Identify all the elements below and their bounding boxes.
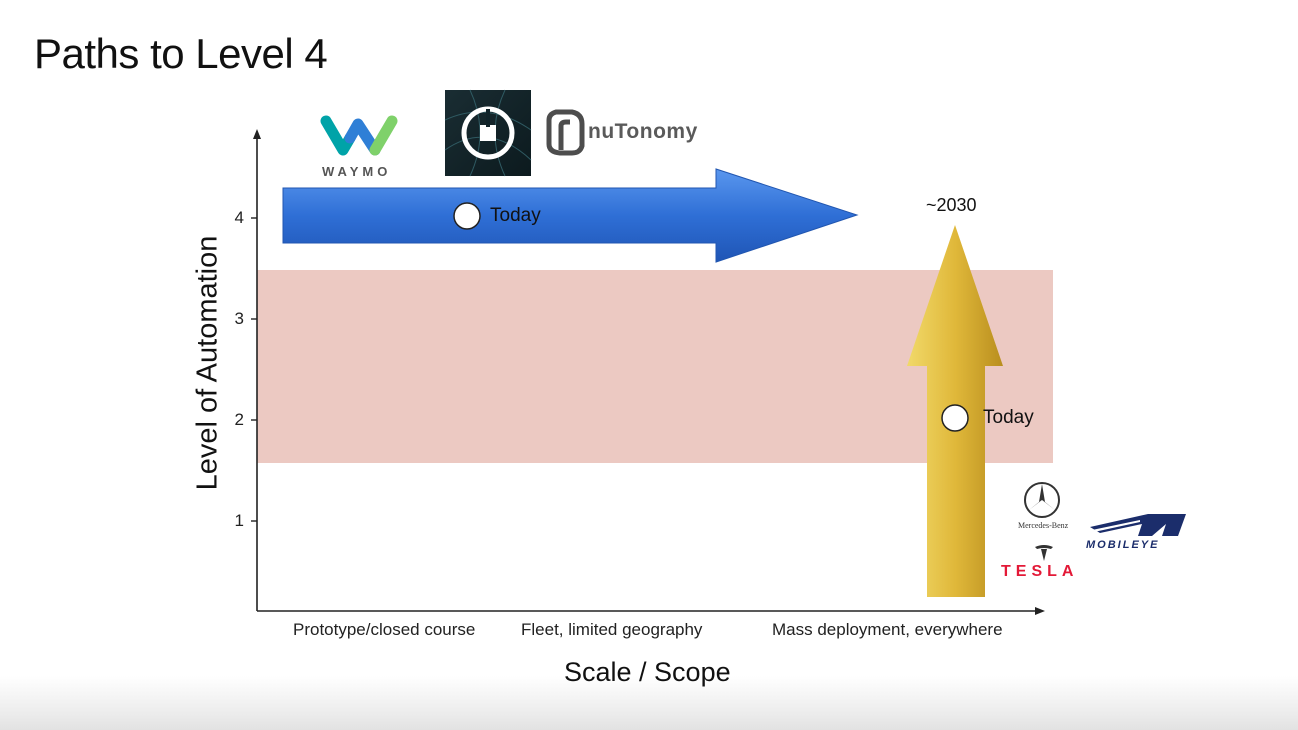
x-category-prototype: Prototype/closed course — [293, 620, 476, 639]
target-year-label: ~2030 — [926, 195, 977, 215]
transition-band — [257, 270, 1053, 463]
y-tick-1: 1 — [234, 511, 244, 530]
robotaxi-path-arrow — [282, 168, 859, 263]
slide-title: Paths to Level 4 — [34, 30, 328, 77]
y-tick-2: 2 — [234, 410, 244, 429]
y-tick-3: 3 — [234, 309, 244, 328]
bottom-shadow — [0, 676, 1298, 730]
waymo-logo — [320, 115, 398, 156]
tesla-wordmark: TESLA — [1001, 563, 1079, 580]
nutonomy-logo-icon — [546, 109, 585, 156]
consumer-today-marker — [941, 404, 969, 432]
tesla-logo-icon — [1035, 545, 1053, 561]
uber-logo — [444, 89, 532, 177]
nutonomy-wordmark: nuTonomy — [588, 120, 698, 143]
robotaxi-today-label: Today — [490, 205, 541, 226]
x-category-fleet: Fleet, limited geography — [521, 620, 703, 639]
x-category-mass-deployment: Mass deployment, everywhere — [772, 620, 1003, 639]
mobileye-logo-icon — [1090, 514, 1186, 536]
y-axis-label: Level of Automation — [191, 235, 224, 491]
x-axis-label: Scale / Scope — [564, 657, 731, 687]
y-tick-4: 4 — [234, 208, 244, 227]
y-axis — [251, 129, 261, 611]
robotaxi-today-marker — [453, 202, 481, 230]
mercedes-logo-icon — [1024, 482, 1060, 518]
mobileye-wordmark: MOBILEYE — [1086, 539, 1160, 551]
mercedes-wordmark: Mercedes-Benz — [1018, 521, 1069, 530]
consumer-today-label: Today — [983, 407, 1034, 428]
waymo-wordmark: WAYMO — [322, 164, 392, 179]
x-axis — [257, 607, 1045, 615]
